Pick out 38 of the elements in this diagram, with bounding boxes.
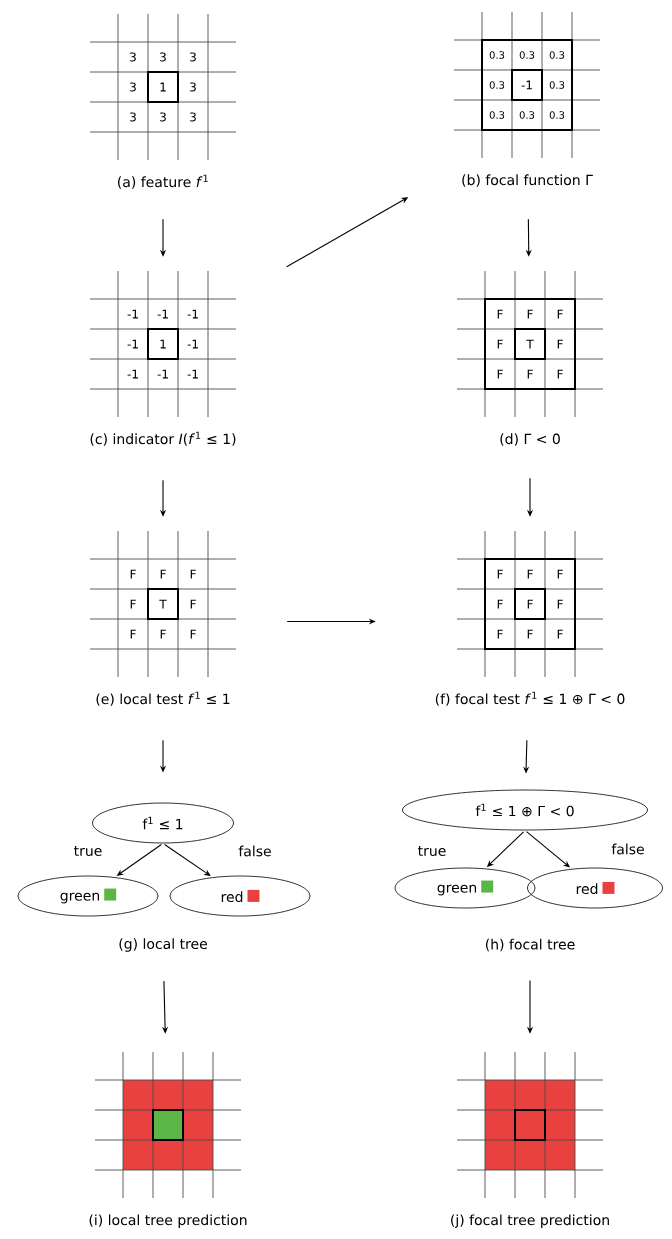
edge-label: false (238, 845, 271, 857)
cell-value: -1 (187, 309, 198, 319)
node-label: (h) focal tree (485, 938, 575, 952)
cell-value: F (130, 569, 136, 579)
cell-value: 3 (160, 52, 166, 62)
node-label: (a) feature f$^{1}$ (118, 174, 208, 189)
node-label: (f) focal test f$^{1}$ ≤ 1 ⊕ Γ < 0 (435, 691, 625, 706)
cell-value: -1 (187, 339, 198, 349)
edge-label: true (418, 846, 446, 857)
cell-value: 3 (130, 52, 136, 62)
cell-value: F (160, 629, 166, 639)
node-label: (i) local tree prediction (89, 1214, 247, 1228)
cell-value: 3 (190, 82, 196, 92)
cell-value: -1 (127, 309, 138, 319)
cell-value: -1 (157, 309, 168, 319)
node-label: (g) local tree (119, 938, 207, 952)
node-label: (b) focal function Γ (462, 174, 593, 187)
cell-value: F (160, 569, 166, 579)
cell-value: 3 (130, 112, 136, 122)
cell-value: -1 (187, 369, 198, 379)
node-label: (j) focal tree prediction (451, 1214, 609, 1228)
cell-value: 3 (160, 112, 166, 122)
edge-label: true (74, 846, 102, 857)
node-label: (e) local test f$^{1}$ ≤ 1 (96, 691, 230, 706)
node-label: (d) Γ < 0 (500, 433, 560, 446)
cell-value: 3 (190, 52, 196, 62)
cell-value: -1 (127, 369, 138, 379)
cell-value: 3 (190, 112, 196, 122)
cell-value: F (190, 599, 196, 609)
cell-value: 3 (130, 82, 136, 92)
cell-value: -1 (127, 339, 138, 349)
cell-value: F (190, 629, 196, 639)
cell-value: F (130, 629, 136, 639)
cell-value: -1 (157, 369, 168, 379)
cell-value: F (190, 569, 196, 579)
edge-label: false (611, 843, 644, 855)
cell-value: F (130, 599, 136, 609)
node-label: (c) indicator I(f$^{1}$ ≤ 1) (90, 431, 236, 446)
